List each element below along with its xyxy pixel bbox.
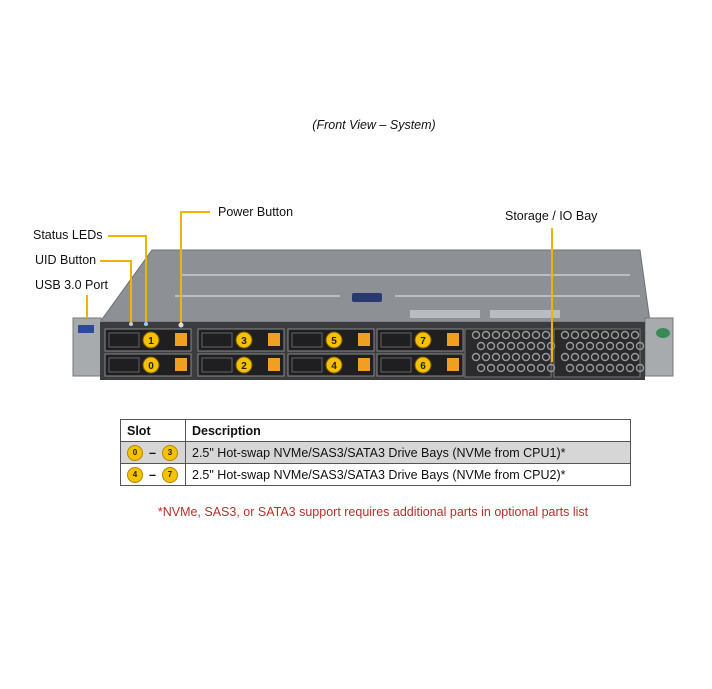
drive-bay-5[interactable]: 5 <box>287 328 375 352</box>
drive-handle <box>358 333 370 346</box>
usb-port <box>78 325 94 333</box>
lid-latch <box>352 293 382 302</box>
bay-number-badge <box>414 356 432 374</box>
diagram-title: (Front View – System) <box>312 118 436 132</box>
drive-handle <box>175 333 187 346</box>
svg-text:6: 6 <box>420 361 426 372</box>
svg-text:0: 0 <box>148 361 154 372</box>
slot-badge: 0 <box>127 444 143 461</box>
chassis-lid <box>99 249 651 323</box>
drive-bay-4[interactable]: 4 <box>287 353 375 377</box>
callout-usb-port: USB 3.0 Port <box>35 278 108 292</box>
slot-table: Slot Description 0–3 2.5" Hot-swap NVMe/… <box>120 419 631 486</box>
bay-number-badge <box>325 331 343 349</box>
table-header: Slot Description <box>120 419 631 442</box>
bay-number-badge <box>414 331 432 349</box>
table-row: 4–7 2.5" Hot-swap NVMe/SAS3/SATA3 Drive … <box>120 463 631 486</box>
drive-handle <box>447 333 459 346</box>
right-rack-ear <box>644 317 674 377</box>
status-leds-line <box>108 235 147 322</box>
drive-bay-0[interactable]: 0 <box>104 353 192 377</box>
storage-io-bay <box>464 328 645 378</box>
footnote: *NVMe, SAS3, or SATA3 support requires a… <box>157 505 589 519</box>
drive-handle <box>358 358 370 371</box>
callout-status-leds: Status LEDs <box>33 228 103 242</box>
svg-text:3: 3 <box>241 336 247 347</box>
slot-badge: 7 <box>161 466 178 483</box>
drive-handle <box>268 358 280 371</box>
bay-number-badge <box>325 356 343 374</box>
drive-bay-3[interactable]: 3 <box>197 328 285 352</box>
svg-text:1: 1 <box>148 336 154 347</box>
drive-bay-2[interactable]: 2 <box>197 353 285 377</box>
row-description: 2.5" Hot-swap NVMe/SAS3/SATA3 Drive Bays… <box>185 463 631 486</box>
svg-text:5: 5 <box>331 336 337 347</box>
drive-bay-1[interactable]: 1 <box>104 328 192 352</box>
header-slot: Slot <box>120 419 186 442</box>
range-separator: – <box>149 467 156 482</box>
bay-number-badge <box>142 331 160 349</box>
callout-lines <box>86 211 553 362</box>
bay-number-badge <box>235 356 253 374</box>
callout-storage-io-bay: Storage / IO Bay <box>505 209 598 223</box>
header-description: Description <box>185 419 631 442</box>
range-separator: – <box>149 445 156 460</box>
svg-text:7: 7 <box>420 336 426 347</box>
uid-button-line <box>100 260 132 322</box>
slot-badge: 3 <box>161 444 178 461</box>
bay-number-badge <box>235 331 253 349</box>
drive-handle <box>175 358 187 371</box>
drive-bay-6[interactable]: 6 <box>376 353 464 377</box>
drive-handle <box>268 333 280 346</box>
callout-power-button: Power Button <box>218 205 294 219</box>
row-description: 2.5" Hot-swap NVMe/SAS3/SATA3 Drive Bays… <box>185 441 631 464</box>
slot-badge: 4 <box>127 466 143 483</box>
bay-number-badge <box>142 356 160 374</box>
svg-text:4: 4 <box>331 361 337 372</box>
drive-bay-7[interactable]: 7 <box>376 328 464 352</box>
drive-handle <box>447 358 459 371</box>
callout-uid-button: UID Button <box>35 253 97 267</box>
svg-text:2: 2 <box>241 361 247 372</box>
power-button-line <box>180 211 210 325</box>
table-row: 0–3 2.5" Hot-swap NVMe/SAS3/SATA3 Drive … <box>120 441 631 464</box>
